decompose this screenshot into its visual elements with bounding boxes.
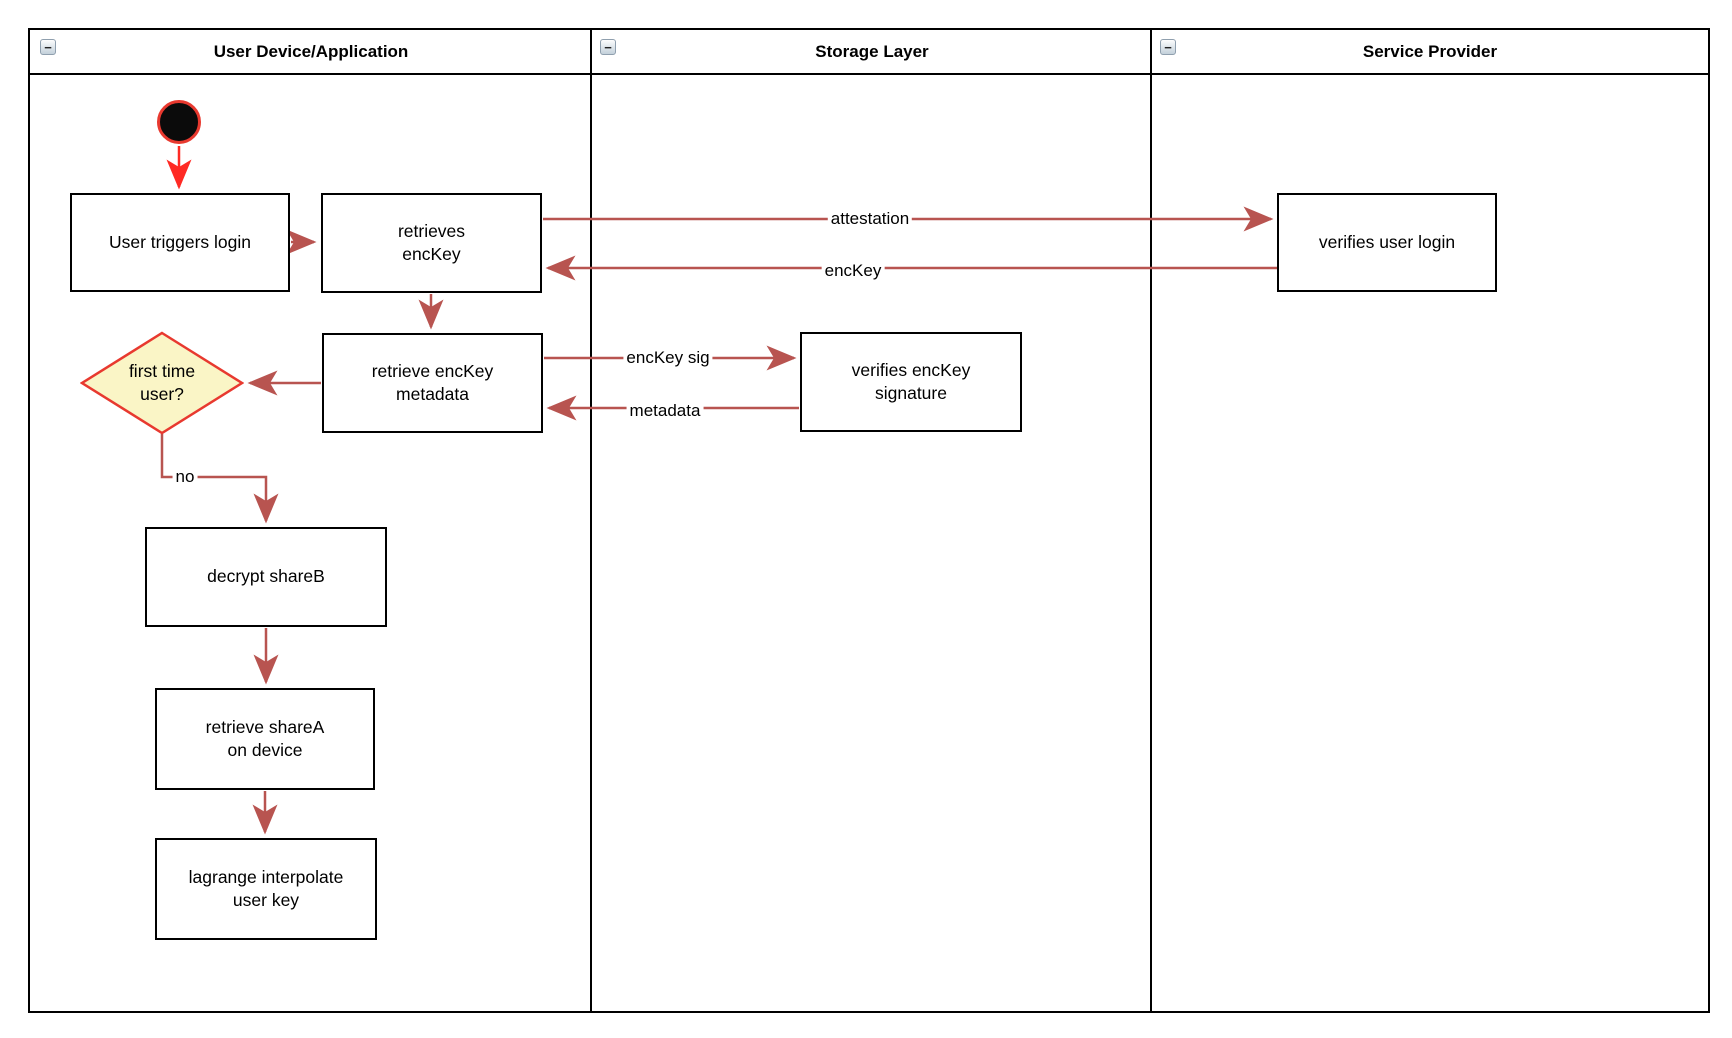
node-label: lagrange interpolate user key: [188, 866, 344, 910]
node-decrypt-shareb[interactable]: decrypt shareB: [145, 527, 387, 627]
node-label: first time user?: [128, 360, 196, 404]
decision-first-time-user[interactable]: first time user?: [79, 331, 245, 435]
collapse-minus-icon[interactable]: −: [600, 39, 616, 55]
node-label: retrieves encKey: [397, 220, 466, 264]
node-label: verifies encKey signature: [851, 359, 971, 403]
edge-label-enckey[interactable]: encKey: [821, 261, 885, 281]
collapse-minus-icon[interactable]: −: [1160, 39, 1176, 55]
lane-divider-2: [1150, 30, 1152, 1011]
edge-label-attestation[interactable]: attestation: [827, 209, 913, 229]
node-label: retrieve shareA on device: [205, 716, 325, 760]
edge-decision-no-to-decrypt[interactable]: [160, 434, 279, 524]
node-user-triggers-login[interactable]: User triggers login: [70, 193, 290, 292]
node-label: verifies user login: [1318, 231, 1456, 252]
lane-header-user-device[interactable]: User Device/Application: [30, 30, 592, 75]
node-retrieve-sharea[interactable]: retrieve shareA on device: [155, 688, 375, 790]
lane-title-storage-layer: Storage Layer: [815, 41, 929, 61]
node-verifies-enckey-signature[interactable]: verifies encKey signature: [800, 332, 1022, 432]
edge-label-metadata[interactable]: metadata: [626, 401, 704, 421]
node-label: User triggers login: [109, 231, 251, 252]
lane-header-service-provider[interactable]: Service Provider: [1152, 30, 1708, 75]
swimlane-pool[interactable]: User Device/Application Storage Layer Se…: [28, 28, 1710, 1013]
node-label: decrypt shareB: [207, 566, 325, 587]
node-verifies-user-login[interactable]: verifies user login: [1277, 193, 1497, 292]
lane-title-service-provider: Service Provider: [1362, 41, 1498, 61]
node-lagrange-interpolate[interactable]: lagrange interpolate user key: [155, 838, 377, 940]
edge-label-no[interactable]: no: [172, 467, 198, 487]
node-label: retrieve encKey metadata: [371, 360, 494, 404]
decision-diamond-shape: [79, 331, 245, 435]
node-retrieve-enckey-metadata[interactable]: retrieve encKey metadata: [322, 333, 543, 433]
initial-node[interactable]: [157, 100, 201, 144]
edge-label-enckey-sig[interactable]: encKey sig: [623, 348, 713, 368]
collapse-minus-icon[interactable]: −: [40, 39, 56, 55]
node-retrieves-enckey[interactable]: retrieves encKey: [321, 193, 542, 293]
lane-header-storage-layer[interactable]: Storage Layer: [592, 30, 1152, 75]
lane-divider-1: [590, 30, 592, 1011]
lane-title-user-device: User Device/Application: [213, 41, 409, 61]
